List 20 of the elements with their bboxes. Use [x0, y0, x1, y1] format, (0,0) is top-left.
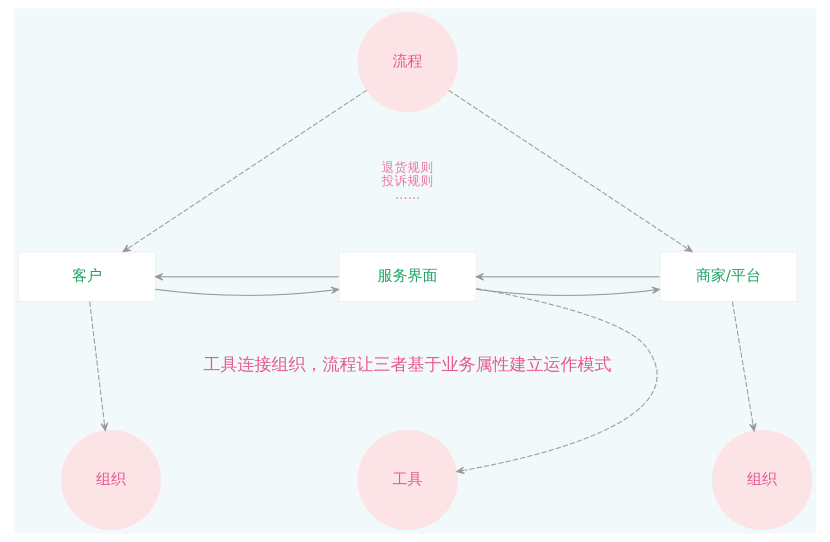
arrow: [732, 302, 757, 432]
node-box: 客户: [18, 251, 156, 302]
label: 投诉规则: [382, 173, 434, 188]
node-circle: 组织: [60, 430, 162, 530]
label: ……: [394, 186, 420, 202]
label: 退货规则: [382, 159, 434, 174]
node-circle: 工具: [357, 430, 458, 530]
node-box: 商家/平台: [659, 251, 798, 302]
label: 工具连接组织，流程让三者基于业务属性建立运作模式: [204, 354, 612, 374]
arrow: [89, 302, 108, 432]
arrow: [456, 288, 658, 474]
arrow: [155, 286, 340, 296]
arrow: [448, 90, 693, 252]
arrow: [476, 272, 660, 281]
node-box: 服务界面: [338, 251, 477, 302]
node-circle: 流程: [357, 12, 458, 112]
node-circle: 组织: [712, 430, 812, 530]
arrow: [476, 286, 660, 296]
arrow: [122, 90, 367, 252]
arrow: [154, 272, 339, 281]
